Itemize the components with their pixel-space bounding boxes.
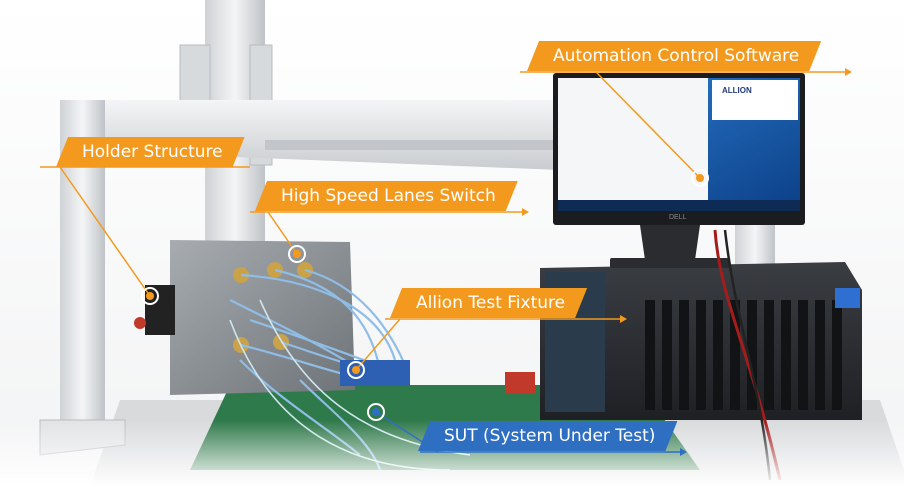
sut-highlight-dot xyxy=(372,408,380,416)
leader-lines xyxy=(40,71,845,371)
sut-label: SUT (System Under Test) xyxy=(418,421,677,451)
lanes-highlight-ring xyxy=(288,245,306,263)
lanes-highlight-dot xyxy=(293,250,301,258)
dell-logo: DELL xyxy=(669,214,687,221)
fixture-highlight-dot xyxy=(352,366,360,374)
holder-highlight-ring xyxy=(141,287,159,305)
automation-control-software-label: Automation Control Software xyxy=(527,41,821,71)
fixture-highlight-ring xyxy=(347,361,365,379)
holder-highlight-dot xyxy=(146,292,154,300)
allion-logo: ALLION xyxy=(722,86,752,95)
high-speed-lanes-switch-label: High Speed Lanes Switch xyxy=(255,181,518,211)
automation-highlight-ring xyxy=(691,169,709,187)
automation-highlight-dot xyxy=(696,174,704,182)
sut-highlight-ring xyxy=(367,403,385,421)
holder-structure-label: Holder Structure xyxy=(56,137,245,167)
allion-test-fixture-label: Allion Test Fixture xyxy=(390,288,587,318)
